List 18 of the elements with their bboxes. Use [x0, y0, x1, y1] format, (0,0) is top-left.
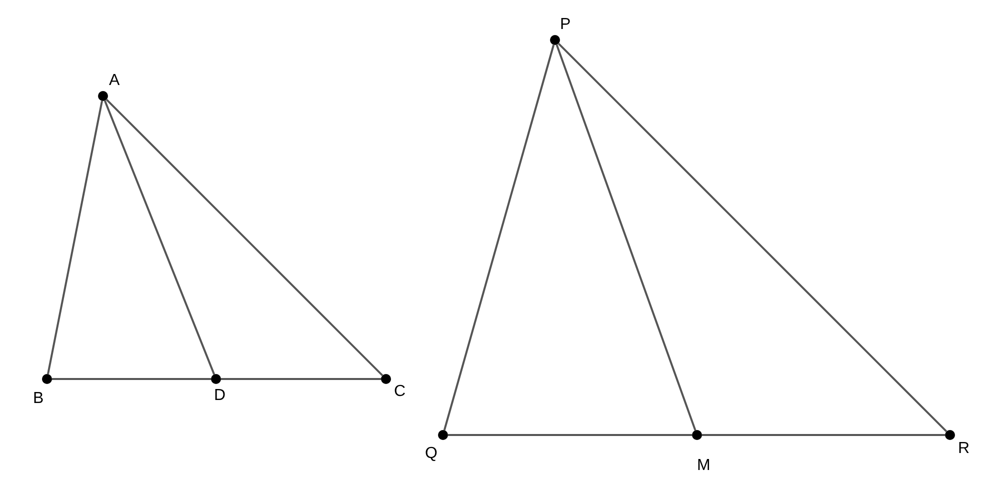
- point-label: Q: [425, 445, 438, 463]
- line-segment: [221, 378, 381, 380]
- point-label: A: [109, 72, 120, 90]
- point-label: R: [958, 440, 970, 458]
- line-segment: [556, 44, 696, 431]
- line-segment: [702, 434, 945, 436]
- point-label: C: [394, 383, 406, 401]
- line-segment: [52, 378, 211, 380]
- line-segment: [558, 42, 948, 432]
- line-segment: [104, 100, 216, 375]
- point-label: P: [560, 16, 571, 34]
- point-label: B: [33, 390, 44, 408]
- line-segment: [448, 434, 692, 436]
- point-label: D: [214, 387, 226, 405]
- line-segment: [443, 44, 555, 430]
- line-segment: [46, 100, 104, 374]
- point-label: M: [697, 457, 710, 475]
- line-segment: [106, 98, 384, 376]
